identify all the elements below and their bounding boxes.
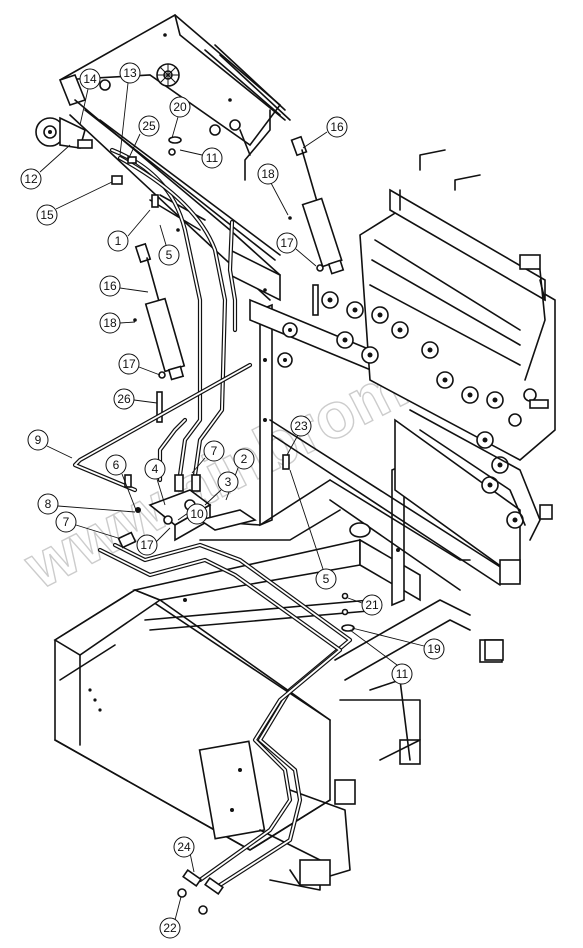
svg-text:24: 24	[177, 840, 191, 854]
svg-text:2: 2	[241, 452, 248, 466]
svg-text:11: 11	[206, 151, 219, 165]
svg-text:9: 9	[35, 433, 42, 447]
svg-text:23: 23	[294, 419, 308, 433]
callout-8: 8	[37, 493, 136, 515]
callout-20: 20	[169, 96, 191, 139]
callout-25: 25	[127, 115, 160, 161]
callout-2: 2	[225, 448, 255, 501]
svg-text:16: 16	[103, 279, 117, 293]
callout-18-right: 18	[257, 163, 289, 216]
svg-text:10: 10	[190, 507, 204, 521]
svg-text:13: 13	[123, 66, 137, 80]
svg-text:18: 18	[261, 167, 275, 181]
small-hardware	[111, 136, 355, 632]
callout-14: 14	[79, 68, 101, 126]
callout-16-right: 16	[302, 116, 348, 149]
svg-text:7: 7	[211, 444, 218, 458]
callout-11-upper: 11	[179, 147, 223, 169]
callout-11-lower: 11	[349, 629, 413, 685]
callout-13: 13	[119, 62, 141, 156]
svg-text:25: 25	[142, 119, 156, 133]
callout-16-left: 16	[99, 275, 149, 297]
callout-7-upper: 7	[191, 440, 225, 474]
hydraulic-cylinder-left	[134, 242, 186, 381]
svg-text:26: 26	[117, 392, 131, 406]
svg-text:6: 6	[113, 458, 120, 472]
hydraulic-motor-icon	[35, 116, 93, 149]
svg-text:20: 20	[173, 100, 187, 114]
callout-26: 26	[113, 388, 158, 410]
callout-21: 21	[347, 594, 383, 616]
callout-3: 3	[204, 471, 239, 506]
svg-text:5: 5	[323, 572, 330, 586]
svg-text:21: 21	[365, 598, 379, 612]
sprocket-icon	[156, 63, 180, 87]
svg-text:11: 11	[396, 667, 409, 681]
callout-18-left: 18	[99, 312, 136, 334]
callout-12: 12	[20, 144, 71, 190]
base-frame	[53, 538, 503, 891]
svg-text:8: 8	[45, 497, 52, 511]
callout-9: 9	[27, 429, 73, 459]
svg-text:4: 4	[152, 462, 159, 476]
callout-23: 23	[286, 415, 312, 456]
rollers	[277, 291, 537, 529]
callout-24: 24	[173, 836, 195, 873]
callout-17-lower: 17	[136, 527, 171, 556]
svg-text:14: 14	[83, 72, 97, 86]
svg-text:17: 17	[122, 357, 136, 371]
svg-text:18: 18	[103, 316, 117, 330]
valve-block	[117, 474, 257, 549]
svg-text:22: 22	[163, 921, 177, 935]
svg-text:19: 19	[427, 642, 441, 656]
svg-text:16: 16	[330, 120, 344, 134]
svg-text:17: 17	[140, 538, 154, 552]
callout-5-upper: 5	[158, 224, 180, 266]
callout-17-right: 17	[276, 232, 317, 267]
hose-end-fittings	[177, 869, 224, 915]
roller-feeder	[277, 149, 556, 541]
svg-text:12: 12	[24, 172, 38, 186]
callout-6: 6	[105, 454, 137, 511]
callout-15: 15	[36, 181, 113, 226]
svg-text:7: 7	[63, 515, 70, 529]
svg-text:1: 1	[115, 234, 122, 248]
callout-1: 1	[107, 209, 151, 252]
callout-19: 19	[351, 627, 445, 660]
svg-text:5: 5	[166, 248, 173, 262]
callout-17-left: 17	[118, 353, 161, 376]
hydraulic-cylinder-right	[290, 135, 345, 275]
callout-22: 22	[159, 896, 182, 939]
svg-text:3: 3	[225, 475, 232, 489]
callout-10: 10	[177, 503, 208, 525]
svg-text:15: 15	[40, 208, 54, 222]
callout-7-lower: 7	[55, 511, 119, 539]
callout-5-lower: 5	[289, 469, 337, 590]
svg-text:17: 17	[280, 236, 294, 250]
upper-conveyor	[35, 14, 291, 302]
callout-4: 4	[144, 458, 166, 506]
